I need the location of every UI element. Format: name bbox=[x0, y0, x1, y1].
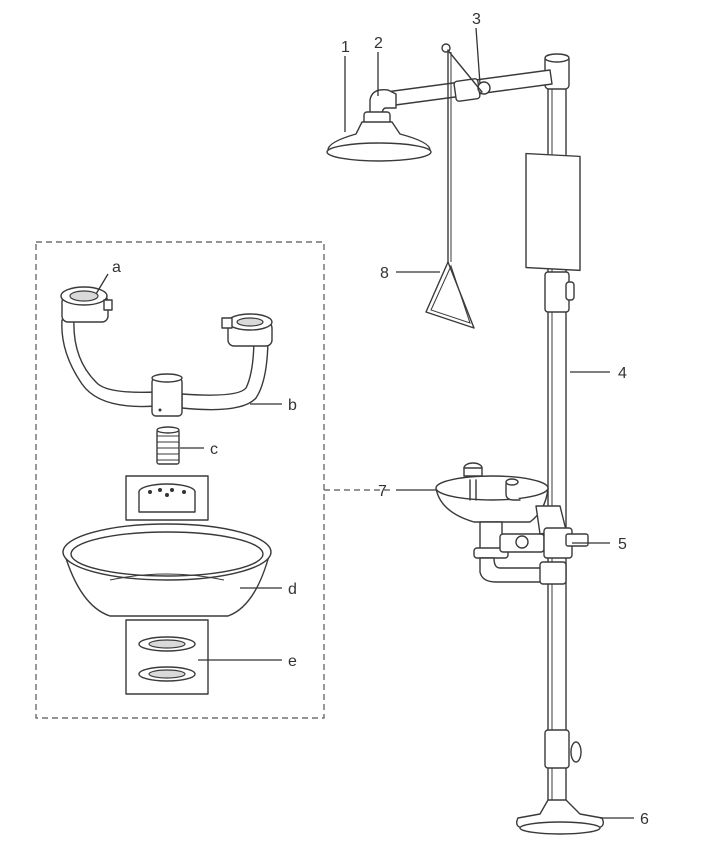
label-1: 1 bbox=[341, 39, 350, 56]
label-3: 3 bbox=[472, 11, 481, 28]
label-d: d bbox=[288, 581, 297, 598]
label-7: 7 bbox=[378, 483, 387, 500]
callouts-main bbox=[344, 27, 634, 819]
callouts-detail bbox=[95, 273, 282, 661]
floor-base bbox=[515, 799, 605, 835]
label-2: 2 bbox=[374, 35, 383, 52]
label-4: 4 bbox=[618, 365, 627, 382]
detail-frame bbox=[35, 241, 325, 719]
push-valve bbox=[499, 505, 589, 559]
nozzle-assembly bbox=[60, 286, 273, 417]
label-5: 5 bbox=[618, 536, 627, 553]
label-c: c bbox=[210, 441, 218, 458]
label-6: 6 bbox=[640, 811, 649, 828]
eye-wash-unit bbox=[435, 462, 567, 585]
shower-elbow bbox=[363, 89, 397, 125]
label-e: e bbox=[288, 653, 297, 670]
label-b: b bbox=[288, 397, 297, 414]
sign-plate bbox=[525, 152, 581, 272]
label-8: 8 bbox=[380, 265, 389, 282]
pull-handle bbox=[425, 43, 483, 329]
threaded-connector bbox=[156, 426, 180, 465]
bowl-assembly bbox=[62, 475, 272, 695]
label-a: a bbox=[112, 259, 121, 276]
shower-head bbox=[326, 121, 432, 162]
